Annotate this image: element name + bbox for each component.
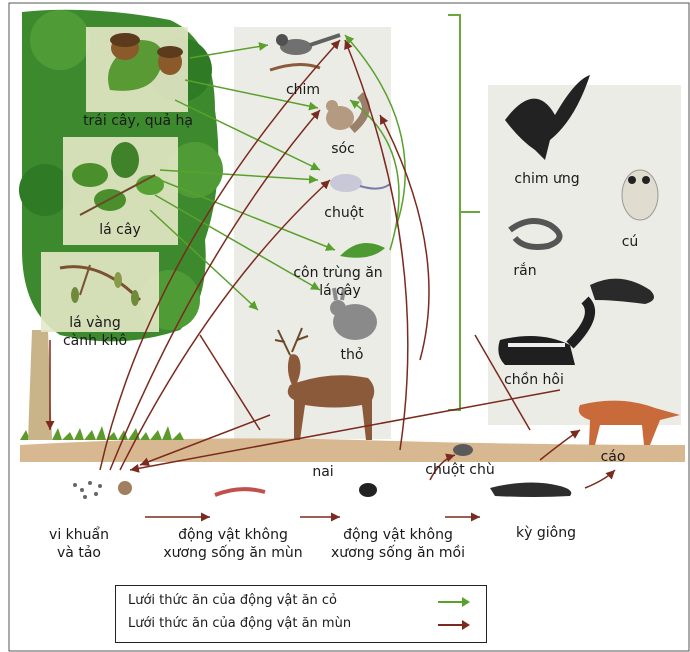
shrew-icon (453, 444, 473, 456)
label-deer: nai (312, 464, 333, 480)
label-insect-1: côn trùng ăn (293, 265, 382, 281)
label-fruit: trái cây, quả hạ (83, 113, 193, 129)
label-shrew: chuột chù (425, 462, 494, 478)
label-mouse: chuột (324, 205, 364, 221)
label-bacteria-2: và tảo (57, 545, 101, 561)
label-detritivore-2: xương sống ăn mùn (163, 545, 302, 561)
legend-detritus-label: Lưới thức ăn của động vật ăn mùn (128, 616, 351, 631)
legend-herbivore-arrow (436, 596, 472, 608)
bacteria-icon (73, 481, 132, 499)
label-dead-leaves-1: lá vàng (69, 315, 121, 331)
legend-detritus-arrow (436, 619, 472, 631)
label-bacteria-1: vi khuẩn (49, 527, 109, 543)
bracket (448, 15, 460, 410)
label-predator-inv-2: xương sống ăn mồi (331, 545, 465, 561)
label-rabbit: thỏ (341, 347, 364, 363)
label-fox: cáo (601, 449, 626, 465)
label-squirrel: sóc (331, 141, 355, 157)
owl-icon (622, 170, 658, 220)
label-eagle: chim ưng (514, 171, 579, 187)
beetle-icon (359, 483, 377, 497)
label-dead-leaves-2: cành khô (63, 333, 127, 349)
legend: Lưới thức ăn của động vật ăn cỏ Lưới thứ… (115, 585, 487, 643)
label-snake: rắn (513, 263, 536, 279)
label-salamander: kỳ giông (516, 525, 576, 541)
label-insect-2: lá cây (319, 283, 360, 299)
salamander-icon (490, 482, 571, 497)
label-owl: cú (622, 234, 639, 250)
earthworm-icon (215, 489, 265, 495)
legend-herbivore-label: Lưới thức ăn của động vật ăn cỏ (128, 593, 337, 608)
label-bird: chim (286, 82, 320, 98)
label-detritivore-1: động vật không (178, 527, 288, 543)
ground-strip (20, 438, 685, 462)
label-skunk: chồn hôi (504, 372, 564, 388)
label-predator-inv-1: động vật không (343, 527, 453, 543)
label-leaves: lá cây (99, 222, 140, 238)
